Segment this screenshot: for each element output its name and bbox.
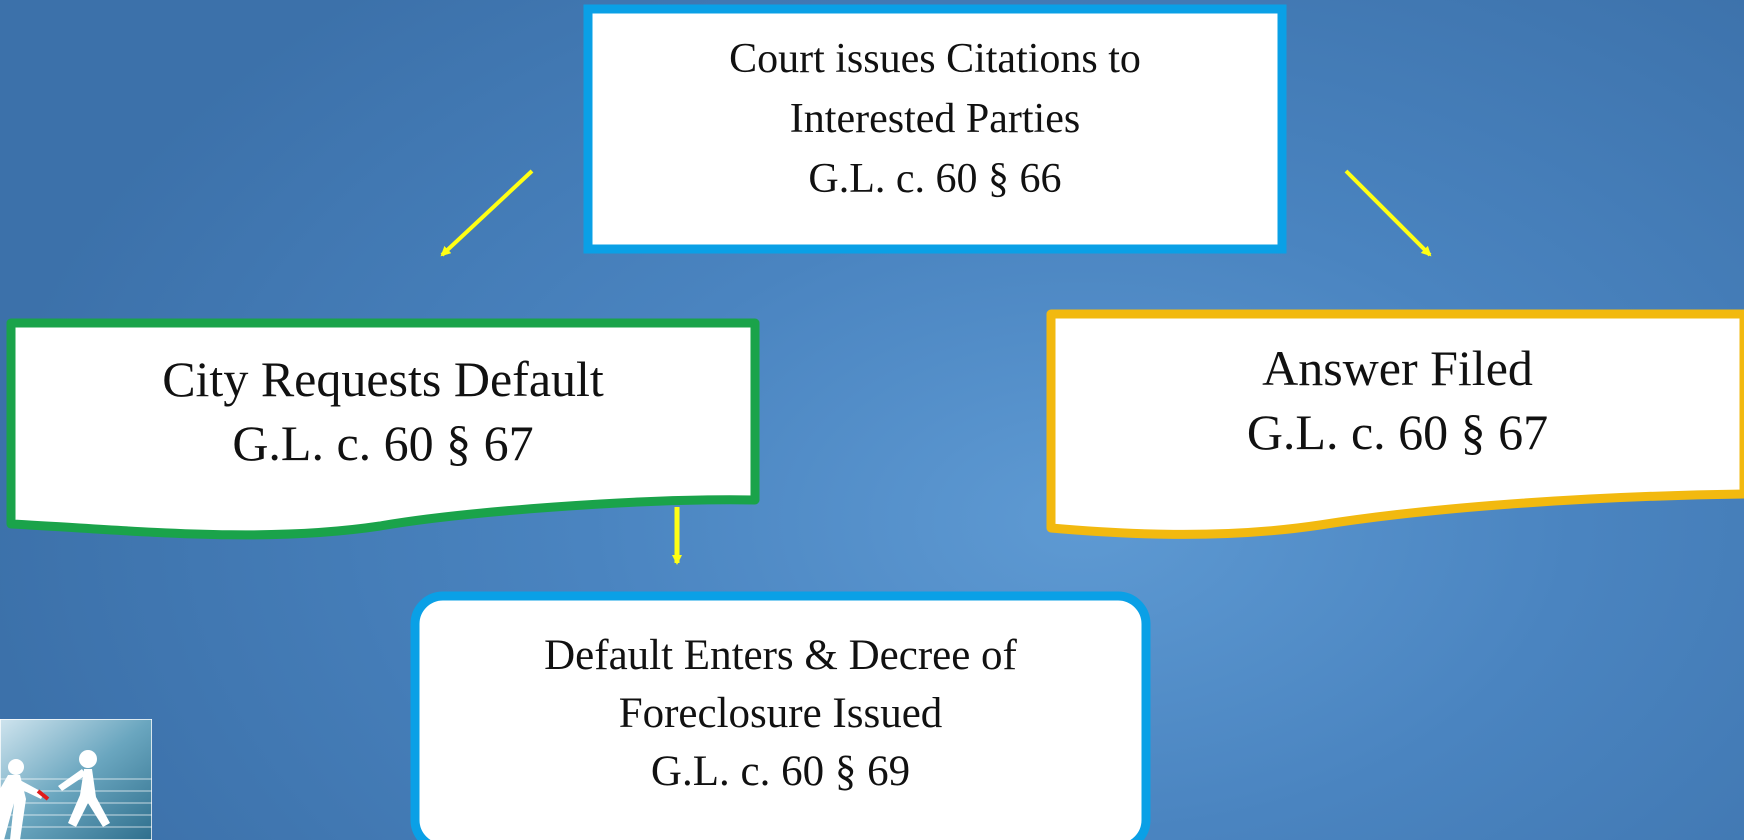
decree-text: Default Enters & Decree of Foreclosure I… [415,624,1146,804]
default-request-box [6,318,760,540]
decree-box [410,591,1151,840]
decree-line-2: Foreclosure Issued [618,690,943,737]
citations-box [583,4,1287,254]
arrow-citations-to-default [440,169,534,257]
answer-line-2: G.L. c. 60 § 67 [1246,404,1549,460]
answer-line-1: Answer Filed [1262,340,1533,396]
citations-line-3: G.L. c. 60 § 66 [808,156,1062,202]
answer-text: Answer Filed G.L. c. 60 § 67 [1051,335,1744,465]
decree-line-3: G.L. c. 60 § 69 [650,748,911,795]
default-request-text: City Requests Default G.L. c. 60 § 67 [11,346,755,476]
decree-line-1: Default Enters & Decree of [544,632,1017,679]
citations-line-2: Interested Parties [789,96,1081,142]
answer-box [1046,309,1744,539]
relay-runners-logo-icon [0,719,152,840]
default-request-line-2: G.L. c. 60 § 67 [232,415,534,471]
citations-text: Court issues Citations to Interested Par… [588,28,1282,210]
arrow-citations-to-answer [1344,169,1432,257]
citations-line-1: Court issues Citations to [729,36,1141,82]
default-request-line-1: City Requests Default [162,351,604,407]
